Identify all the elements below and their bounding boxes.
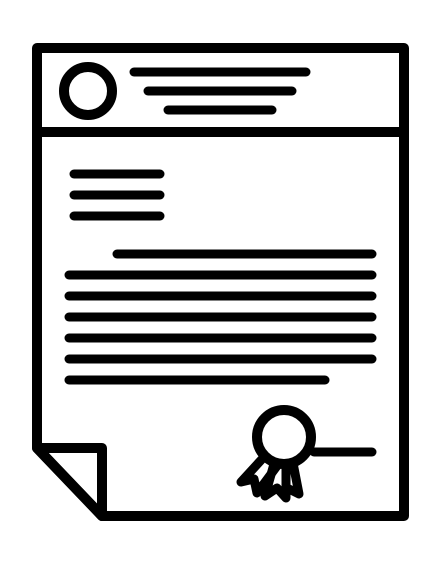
folded-corner <box>32 443 107 521</box>
seal-ribbon-left <box>236 453 282 498</box>
seal-icon <box>236 405 316 503</box>
seal-ribbon-center <box>260 459 291 503</box>
document-outline <box>32 43 409 521</box>
header-logo-circle <box>59 62 117 120</box>
seal-ribbon-right <box>282 458 304 499</box>
